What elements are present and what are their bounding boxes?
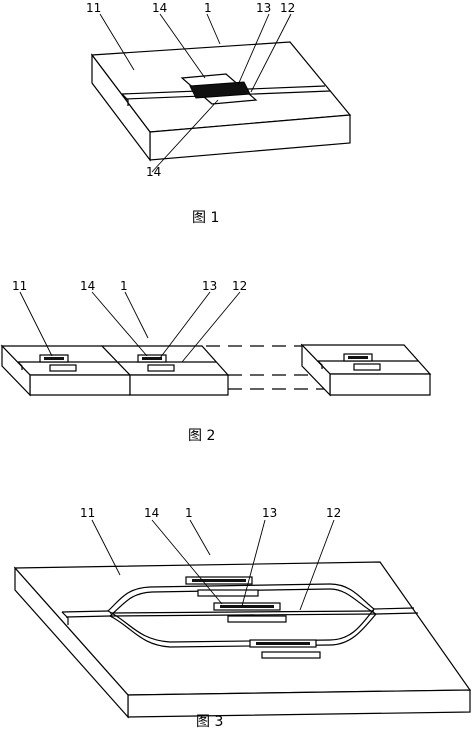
fig2-caption: 图 2 [188, 428, 215, 444]
fig2-label-13: 13 [202, 279, 217, 293]
fig1-label-13: 13 [256, 1, 271, 15]
figure-2: 11 14 1 13 12 图 2 [0, 279, 432, 444]
fig2-label-14: 14 [80, 279, 95, 293]
fig2-label-12: 12 [232, 279, 247, 293]
fig1-label-1: 1 [204, 1, 212, 15]
fig2-label-1: 1 [120, 279, 128, 293]
fig1-label-14-top: 14 [152, 1, 167, 15]
fig3-front-face [127, 689, 471, 718]
fig2-block-3 [300, 343, 432, 397]
fig2-block-2 [100, 345, 230, 396]
fig2-dashed-continuation [206, 345, 328, 390]
fig3-label-1: 1 [185, 506, 193, 520]
fig1-label-14-bottom: 14 [146, 165, 161, 179]
fig1-label-11: 11 [86, 1, 101, 15]
fig3-waveguide [61, 583, 419, 648]
fig3-electrodes [185, 576, 321, 659]
fig3-label-11: 11 [80, 506, 95, 520]
fig3-substrate-block [13, 561, 472, 719]
fig3-caption: 图 3 [196, 714, 223, 730]
fig1-film-strip [189, 81, 251, 99]
fig2-leaders [19, 291, 241, 363]
fig2-block-1 [0, 344, 132, 397]
fig3-leaders [91, 519, 335, 611]
fig1-left-face [91, 53, 151, 162]
figure-3: 11 14 1 13 12 图 3 [13, 506, 472, 730]
fig2-label-11: 11 [12, 279, 27, 293]
fig1-caption: 图 1 [192, 210, 219, 226]
fig3-label-14: 14 [144, 506, 159, 520]
fig3-left-face [14, 566, 129, 719]
fig1-label-12: 12 [280, 1, 295, 15]
fig1-leaders [99, 13, 292, 173]
fig3-label-13: 13 [262, 506, 277, 520]
figure-1: 11 14 1 13 12 14 图 1 [86, 1, 352, 226]
fig3-label-12: 12 [326, 506, 341, 520]
